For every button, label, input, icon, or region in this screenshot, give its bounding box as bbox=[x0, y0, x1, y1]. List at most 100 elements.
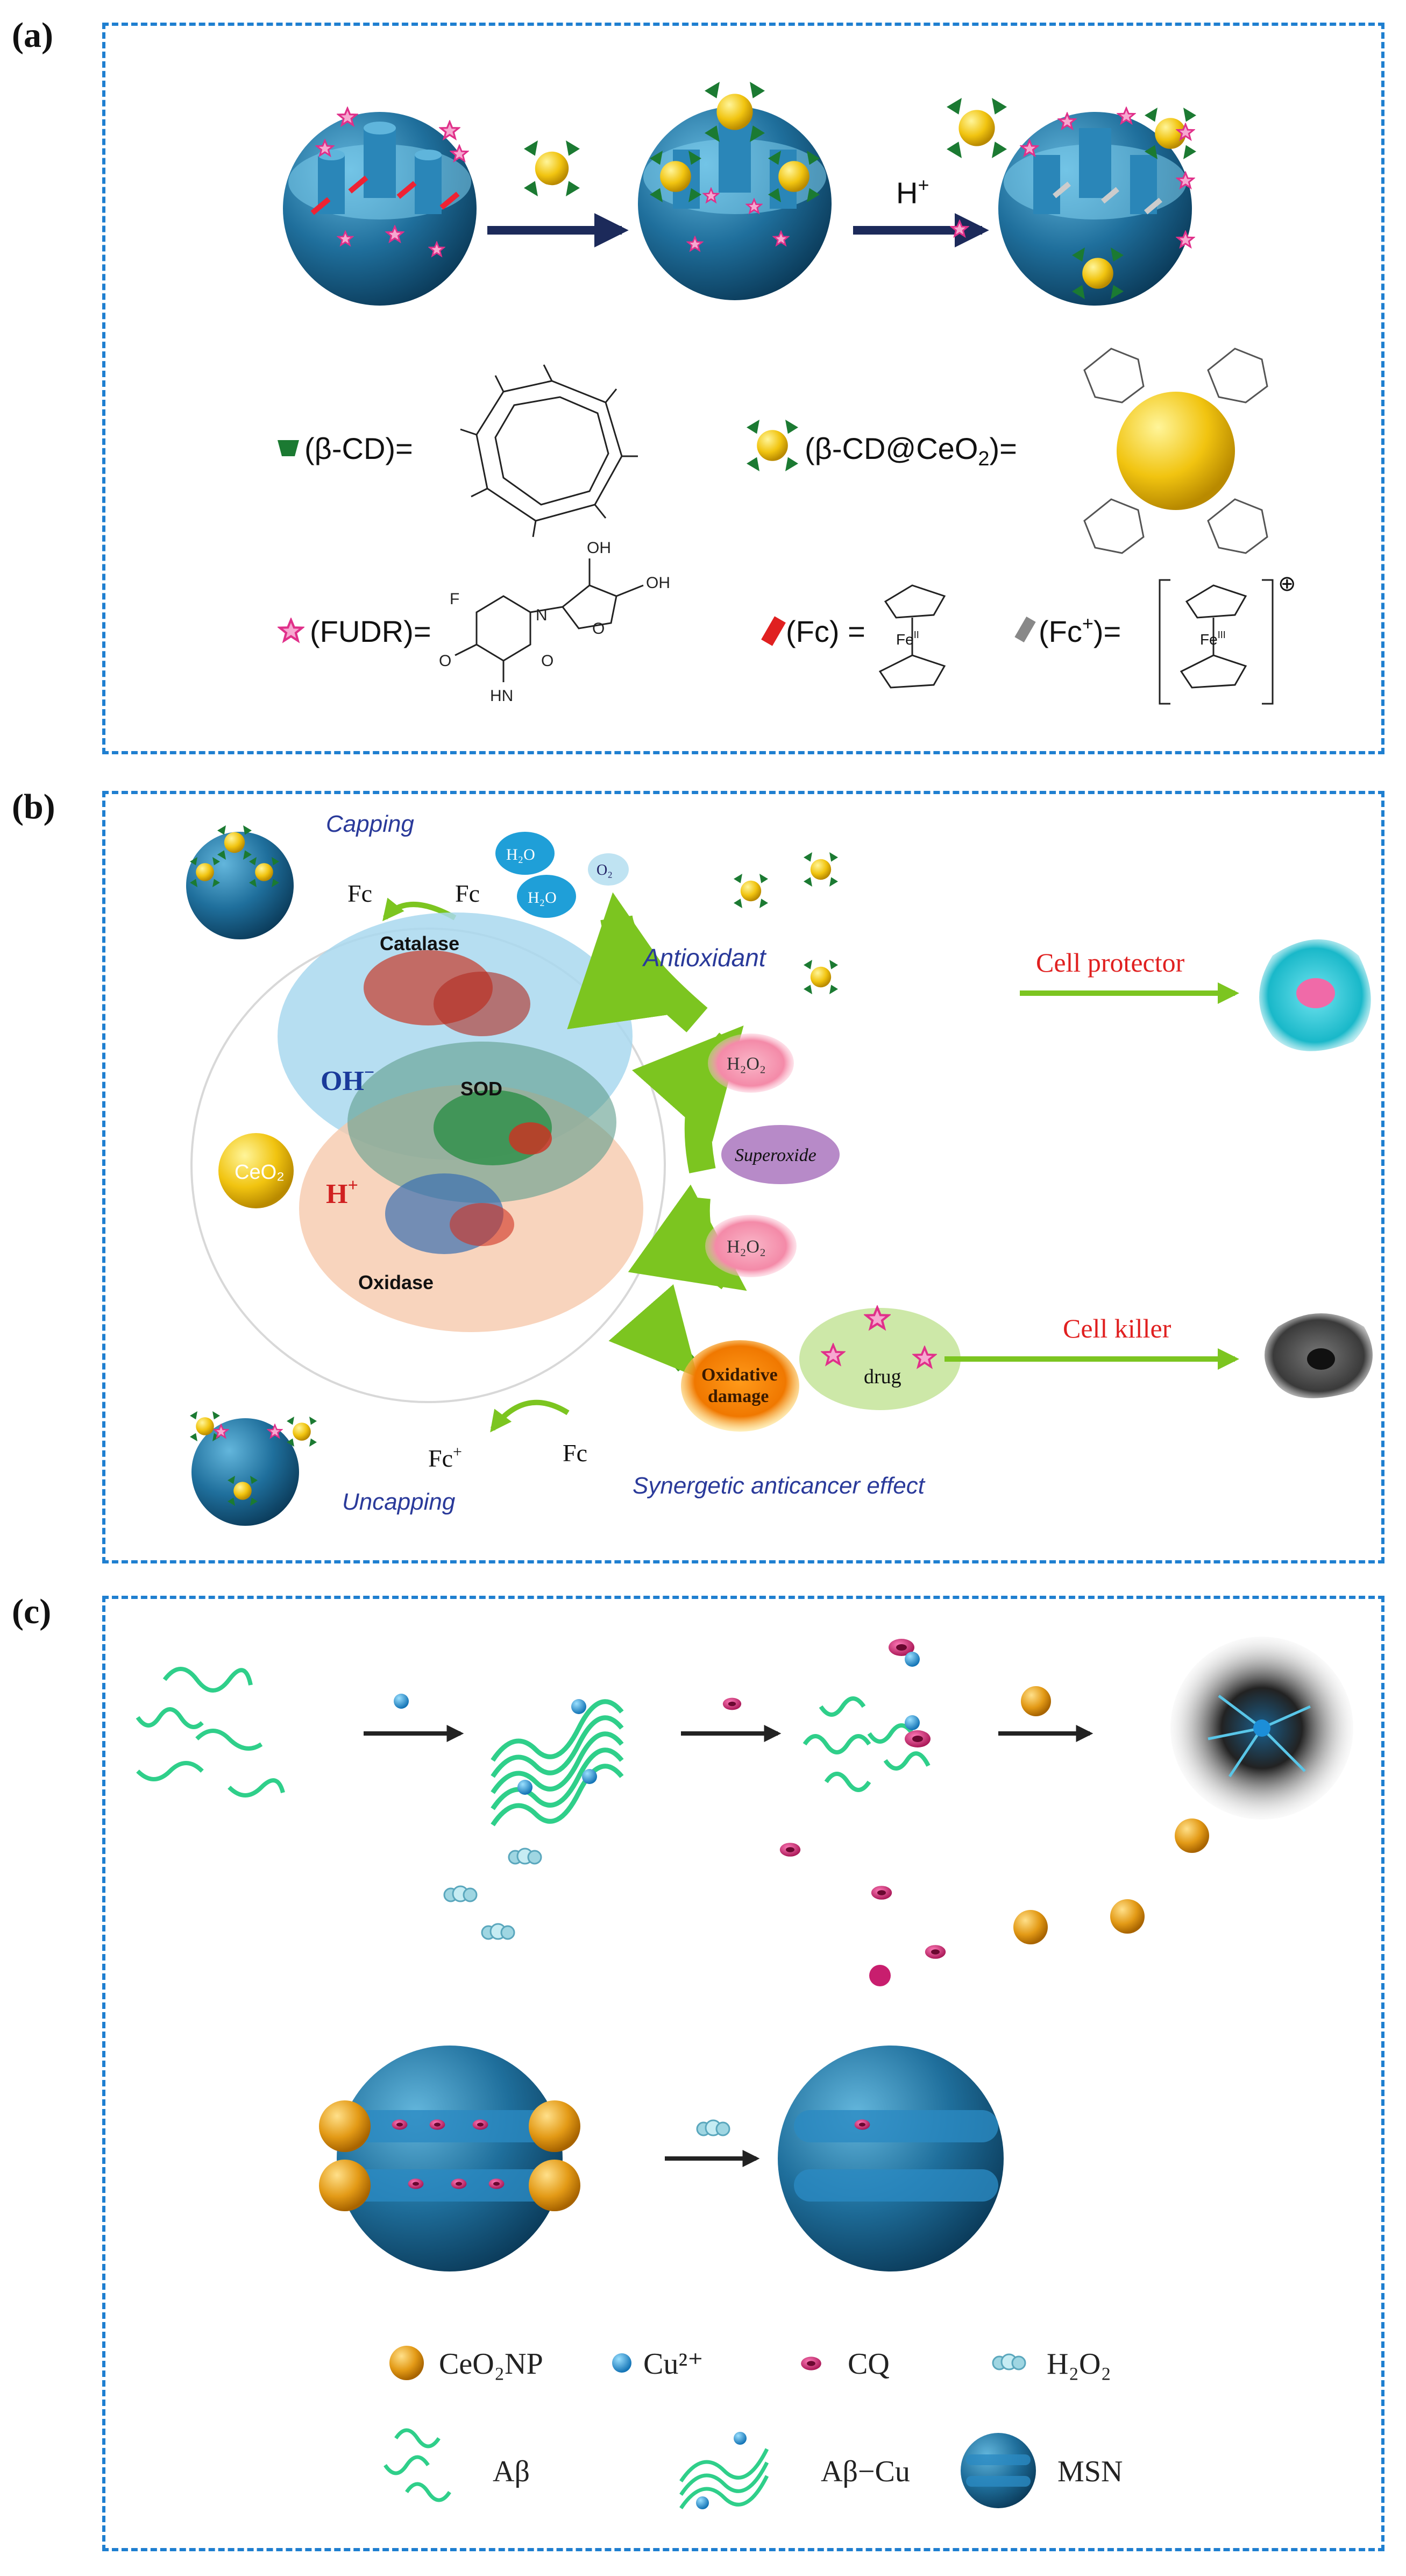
arrow-antioxidant bbox=[567, 892, 708, 1032]
cell-protector-label: Cell protector bbox=[1036, 947, 1185, 978]
legend-cq-label: CQ bbox=[848, 2347, 890, 2381]
svg-text:O: O bbox=[439, 652, 451, 670]
arrow-h2o2-down bbox=[628, 1184, 747, 1291]
ceo2-arrow bbox=[1021, 1686, 1051, 1716]
legend-abeta-icon bbox=[384, 2428, 451, 2502]
h2o2-bubble-1 bbox=[708, 1034, 794, 1093]
fudr-atoms: F OH OH O N HN O O bbox=[439, 539, 670, 705]
abeta-monomers bbox=[136, 1667, 285, 1797]
fe-iii-label: FeIII bbox=[1200, 629, 1226, 648]
abeta-cu-aggregate bbox=[491, 1699, 624, 1827]
uncapping-arrow bbox=[490, 1399, 570, 1433]
svg-text:N: N bbox=[536, 606, 548, 624]
h2o-label-2: H₂O bbox=[528, 889, 557, 907]
capping-label: Capping bbox=[326, 811, 414, 837]
fc-icon bbox=[761, 616, 786, 646]
catalase-protein bbox=[364, 950, 530, 1036]
fe-ii-label: FeII bbox=[896, 629, 919, 648]
panel-c-frame: CeO₂NP Cu²⁺ CQ H₂O₂ Aβ Aβ−Cu MSN bbox=[102, 1596, 1384, 2551]
fudr-star-icon bbox=[280, 620, 302, 641]
fc-label-3: Fc bbox=[563, 1439, 587, 1467]
healthy-cell-nucleus bbox=[1296, 978, 1335, 1008]
uncapped-sphere-small bbox=[190, 1411, 317, 1526]
synergetic-label: Synergetic anticancer effect bbox=[633, 1473, 926, 1499]
ceo2-label: CeO₂ bbox=[235, 1161, 285, 1184]
uncapping-label: Uncapping bbox=[342, 1489, 456, 1515]
legend-msn-label: MSN bbox=[1057, 2455, 1123, 2488]
h2o2-bubble-2 bbox=[705, 1215, 797, 1277]
capping-arrow bbox=[382, 897, 457, 922]
svg-text:O: O bbox=[541, 652, 553, 670]
legend-msn-icon bbox=[961, 2433, 1036, 2508]
svg-text:F: F bbox=[450, 590, 459, 608]
legend-fc-label: (Fc) = bbox=[786, 614, 865, 648]
panel-b-frame: Capping Fc Fc Catalase SOD Oxidase OH− H… bbox=[102, 791, 1384, 1563]
o2-bubble bbox=[588, 853, 629, 886]
h2o-bubble-1 bbox=[495, 832, 555, 875]
fc-plus-label: Fc+ bbox=[428, 1443, 462, 1472]
arrow-oxidative bbox=[608, 1284, 698, 1378]
ceo2-ball bbox=[218, 1133, 294, 1208]
legend-cu-label: Cu²⁺ bbox=[643, 2347, 704, 2381]
panel-c-diagram: CeO₂NP Cu²⁺ CQ H₂O₂ Aβ Aβ−Cu MSN bbox=[136, 1637, 1353, 2509]
legend-cdceo2-label: (β-CD@CeO2)= bbox=[805, 431, 1017, 470]
oxidase-label: Oxidase bbox=[358, 1271, 434, 1293]
h2o2-label-1: H₂O₂ bbox=[727, 1054, 766, 1074]
cu-ion-arrow bbox=[394, 1694, 409, 1709]
oh-label: OH− bbox=[321, 1063, 374, 1096]
msn-sphere-capped bbox=[638, 82, 832, 300]
svg-text:HN: HN bbox=[490, 687, 513, 705]
legend-fudr-label: (FUDR)= bbox=[310, 614, 431, 648]
panel-a-diagram: H+ (β-CD)= bbox=[278, 82, 1296, 705]
legend-abeta-cu-label: Aβ−Cu bbox=[821, 2455, 910, 2488]
oxidative-damage-bubble bbox=[681, 1340, 799, 1432]
legend-ceo2np-icon bbox=[389, 2346, 424, 2380]
dead-cell-nucleus bbox=[1307, 1348, 1335, 1370]
oxidative-label-2: damage bbox=[708, 1386, 769, 1406]
antioxidant-label: Antioxidant bbox=[642, 944, 767, 972]
msn-with-ceo2-caps bbox=[319, 2046, 580, 2271]
h-plus-label: H+ bbox=[896, 174, 929, 210]
oxidase-protein bbox=[385, 1173, 514, 1254]
ferrocenium-structure bbox=[1159, 579, 1274, 705]
legend-ceo2np-label: CeO₂NP bbox=[439, 2347, 543, 2381]
svg-text:OH: OH bbox=[646, 574, 670, 592]
superoxide-bubble bbox=[721, 1125, 840, 1184]
svg-text:OH: OH bbox=[587, 539, 611, 557]
fc-label-2: Fc bbox=[455, 880, 480, 907]
legend-abeta-label: Aβ bbox=[493, 2455, 530, 2488]
sod-label: SOD bbox=[460, 1078, 502, 1100]
legend-abeta-cu-icon bbox=[679, 2448, 769, 2509]
capped-sphere-small bbox=[186, 825, 294, 939]
oxidative-label-1: Oxidative bbox=[701, 1365, 778, 1385]
msn-sphere-uncapped bbox=[283, 107, 477, 306]
svg-text:O: O bbox=[592, 620, 605, 638]
cd-ceo2-legend-icon bbox=[747, 420, 798, 471]
sod-protein bbox=[434, 1090, 552, 1165]
aggregate-fibrils bbox=[1208, 1695, 1311, 1778]
legend-h2o2-label: H₂O₂ bbox=[1047, 2347, 1111, 2381]
fudr-structure bbox=[455, 558, 644, 682]
abeta-released bbox=[803, 1696, 931, 1792]
cell-killer-label: Cell killer bbox=[1063, 1313, 1171, 1343]
panel-b-label: (b) bbox=[12, 787, 55, 826]
cd-ceo2-icon bbox=[524, 140, 580, 196]
fc-label-1: Fc bbox=[347, 880, 372, 907]
legend-cu-icon bbox=[612, 2353, 631, 2373]
panel-a-label: (a) bbox=[12, 16, 53, 55]
h-label: H+ bbox=[326, 1176, 358, 1209]
legend-h2o2-icon bbox=[992, 2353, 1026, 2370]
panel-b-diagram: Capping Fc Fc Catalase SOD Oxidase OH− H… bbox=[186, 811, 1373, 1526]
drug-label: drug bbox=[864, 1365, 901, 1388]
legend-cq-icon bbox=[801, 2356, 821, 2370]
cd-cup-icon bbox=[278, 440, 299, 456]
o2-label: O₂ bbox=[597, 862, 613, 879]
cd-ceo2-b1 bbox=[734, 874, 768, 908]
fc-plus-icon bbox=[1014, 616, 1036, 643]
cd-ceo2-b2 bbox=[804, 852, 838, 887]
h2o2-label-2: H₂O₂ bbox=[727, 1237, 766, 1257]
charge-symbol: ⊕ bbox=[1278, 571, 1296, 596]
legend-cd-label: (β-CD)= bbox=[304, 431, 413, 465]
panel-c-label: (c) bbox=[12, 1592, 52, 1631]
h2o-bubble-2 bbox=[517, 875, 576, 918]
